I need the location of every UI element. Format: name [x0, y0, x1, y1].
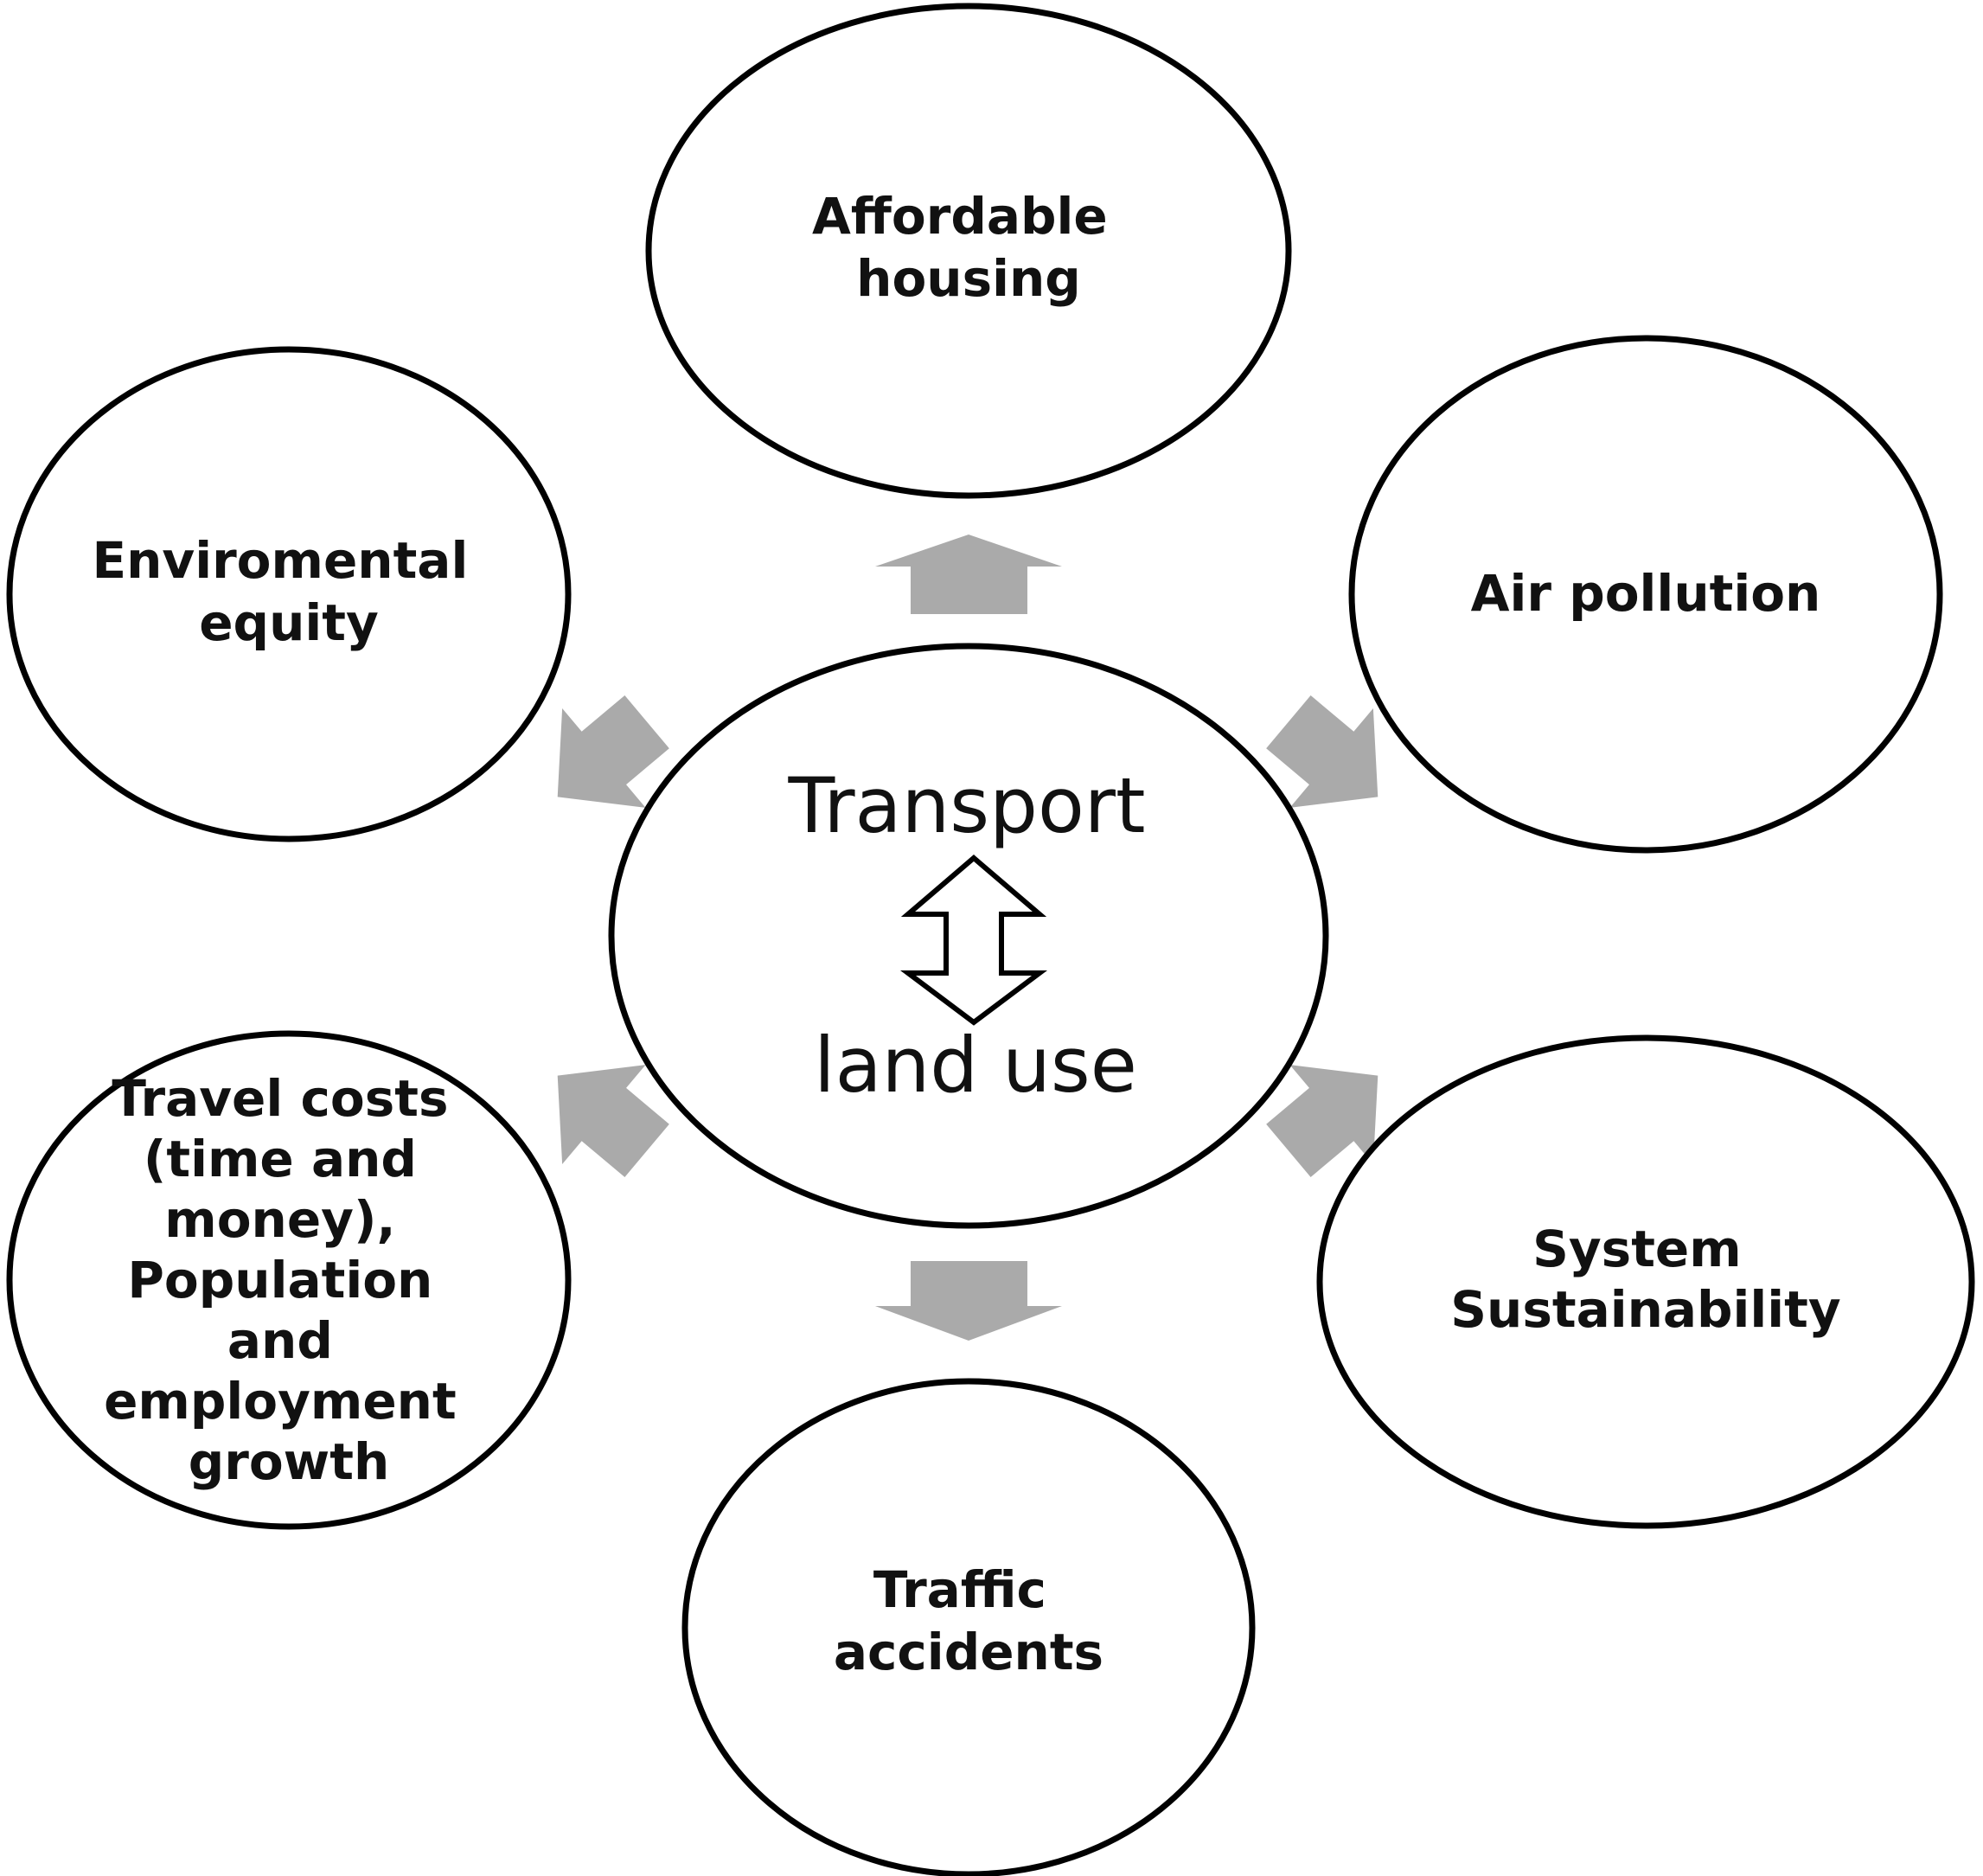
arrow-to-traffic-accidents [875, 1261, 1062, 1341]
arrow-to-affordable-housing [875, 535, 1062, 614]
node-label: Travel costs (time and money), Populatio… [104, 1069, 474, 1491]
arrow-to-air-pollution [1266, 695, 1379, 808]
node-label: Traffic accidents [834, 1560, 1103, 1681]
node-ellipse [1348, 335, 1943, 854]
node-ellipse [6, 346, 572, 842]
node-label: Air pollution [1471, 564, 1821, 623]
node-environmental-equity: Enviromental equity [6, 346, 572, 842]
node-air-pollution: Air pollution [1348, 335, 1943, 854]
node-ellipse [1316, 1034, 1975, 1529]
center-top-label: Transport [788, 761, 1146, 850]
arrow-to-travel-costs [557, 1065, 669, 1177]
node-system-sustainability: System Sustainability [1316, 1034, 1975, 1529]
node-label: Enviromental equity [92, 531, 485, 652]
center-bottom-label: land use [814, 1021, 1137, 1110]
node-affordable-housing: Affordable housing [645, 3, 1292, 499]
node-label: Affordable housing [812, 187, 1125, 308]
node-travel-costs: Travel costs (time and money), Populatio… [6, 1030, 572, 1530]
connector-arrows [557, 535, 1379, 1341]
node-ellipse [645, 3, 1292, 499]
center-node: Transport land use [608, 643, 1329, 1229]
node-label: System Sustainability [1450, 1220, 1840, 1339]
node-traffic-accidents: Traffic accidents [681, 1378, 1256, 1876]
node-ellipse [6, 1030, 572, 1530]
double-headed-arrow-icon [900, 855, 1047, 1026]
node-ellipse [681, 1378, 1256, 1876]
arrow-to-system-sustainability [1266, 1065, 1379, 1177]
arrow-to-environmental-equity [557, 695, 669, 808]
